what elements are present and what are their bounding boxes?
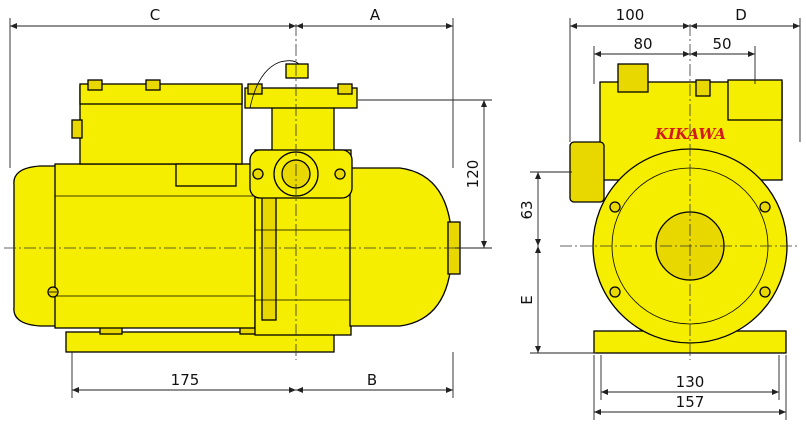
front-view: KIKAWA bbox=[569, 63, 788, 354]
label-50: 50 bbox=[712, 35, 731, 53]
motor-end-cap bbox=[13, 165, 61, 327]
label-175: 175 bbox=[171, 371, 200, 389]
pressure-switch bbox=[285, 63, 309, 79]
label-a: A bbox=[370, 6, 381, 24]
label-b: B bbox=[367, 371, 377, 389]
label-63: 63 bbox=[518, 200, 536, 219]
label-d: D bbox=[735, 6, 747, 24]
side-view bbox=[13, 60, 461, 353]
label-c: C bbox=[150, 6, 160, 24]
centerlines bbox=[4, 24, 800, 360]
discharge-top-block bbox=[244, 87, 358, 109]
dimension-lines bbox=[9, 18, 801, 420]
label-e: E bbox=[518, 295, 536, 304]
dimension-labels: C A 120 175 B 100 D 80 50 63 E 130 157 bbox=[150, 6, 747, 411]
label-100: 100 bbox=[616, 6, 645, 24]
front-suction-stub bbox=[569, 141, 605, 203]
side-base-plate bbox=[65, 331, 335, 353]
pump-front-cover bbox=[349, 167, 453, 327]
terminal-box-lid bbox=[79, 83, 243, 105]
label-130: 130 bbox=[676, 373, 705, 391]
switch-wire bbox=[249, 60, 301, 109]
cable-gland bbox=[71, 119, 83, 139]
label-157: 157 bbox=[676, 393, 705, 411]
front-discharge-plug bbox=[727, 79, 783, 121]
motor-body bbox=[54, 163, 256, 329]
label-120: 120 bbox=[464, 160, 482, 189]
front-switch bbox=[617, 63, 649, 93]
label-80: 80 bbox=[633, 35, 652, 53]
